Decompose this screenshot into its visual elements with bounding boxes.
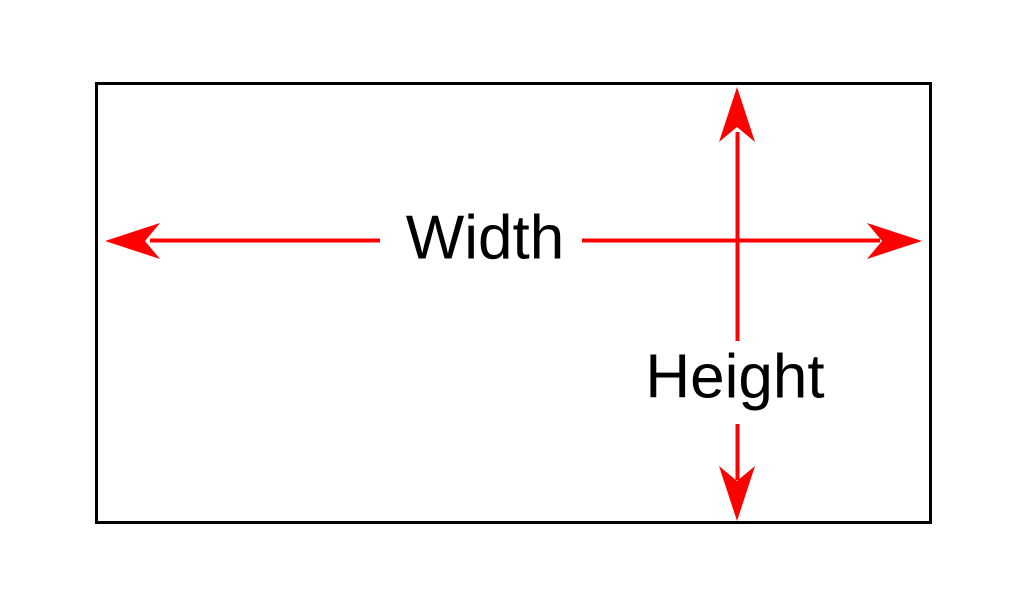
height-dimension-group (719, 87, 755, 521)
width-label-backing (380, 208, 582, 274)
width-arrowhead-left-icon (105, 223, 160, 259)
height-label: Height (645, 342, 824, 411)
measured-rectangle (95, 82, 932, 524)
width-label: Width (406, 203, 564, 272)
width-arrowhead-right-icon (867, 223, 922, 259)
height-arrowhead-bottom-icon (719, 466, 755, 521)
height-arrowhead-top-icon (719, 87, 755, 142)
width-dimension-group (105, 223, 922, 259)
